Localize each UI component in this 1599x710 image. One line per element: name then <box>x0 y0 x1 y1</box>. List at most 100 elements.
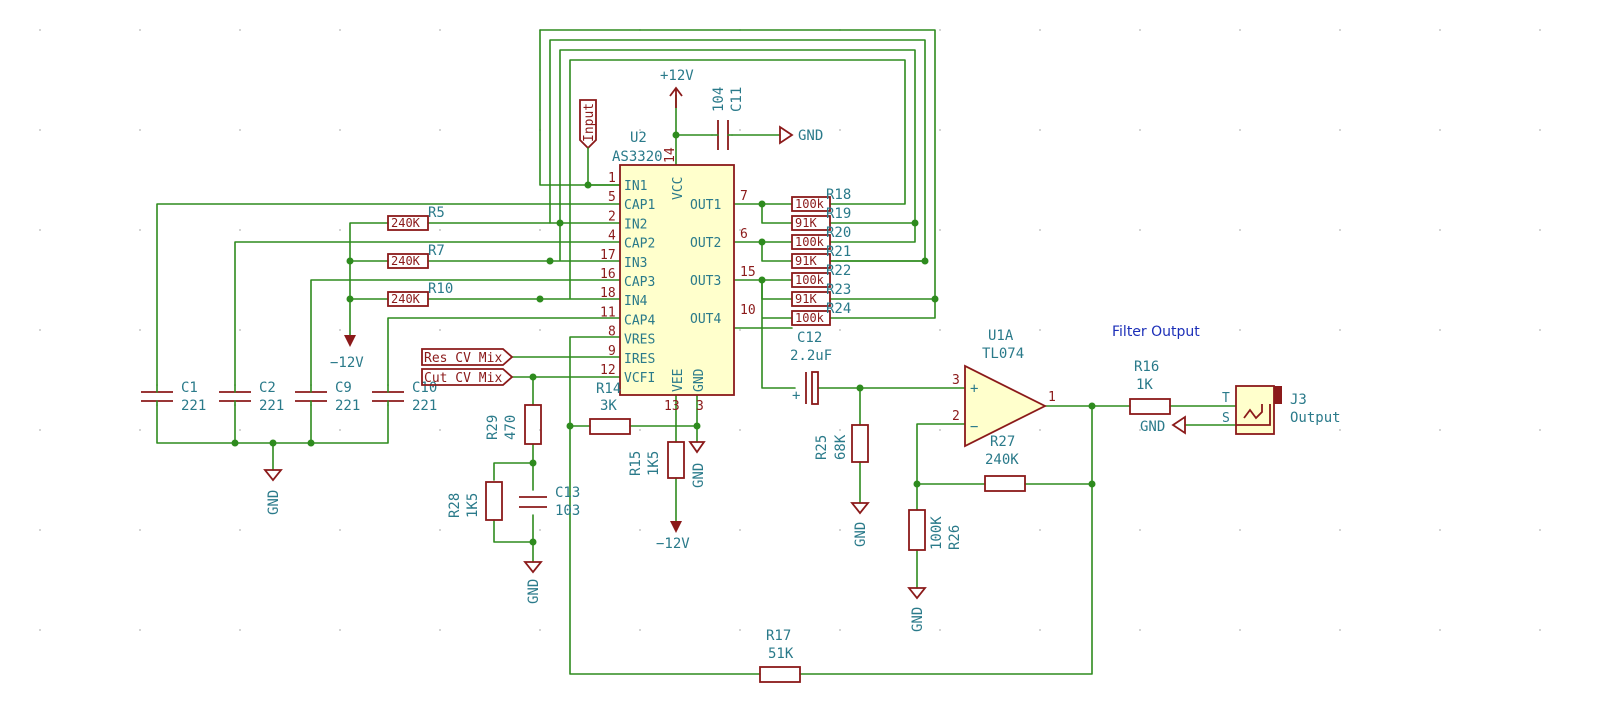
ic-pin-vee-num: 13 <box>664 399 680 414</box>
resistor-r29[interactable]: R29 470 <box>485 404 542 445</box>
ic-pin-name: CAP4 <box>624 313 655 328</box>
svg-text:Output: Output <box>1290 410 1341 426</box>
resistor-ref: R20 <box>826 225 851 241</box>
gnd-symbol-jack: GND <box>1140 415 1186 435</box>
svg-text:R17: R17 <box>766 628 791 644</box>
ic-u2[interactable]: U2 AS3320 1IN15CAP12IN24CAP217IN316CAP31… <box>600 130 756 414</box>
svg-text:−12V: −12V <box>330 355 364 371</box>
svg-text:Input: Input <box>582 103 597 142</box>
resistor-r16[interactable]: R16 1K <box>1129 359 1171 415</box>
ic-pin-num: 16 <box>600 267 616 282</box>
wire-cap-gnd-bus <box>156 404 389 471</box>
wire-cap3 <box>310 279 621 386</box>
ic-pin-num: 4 <box>608 229 616 244</box>
input-resistor-r10[interactable]: 240K R10 <box>387 281 453 307</box>
cut-cv-label[interactable]: Cut_CV_Mix <box>421 368 514 386</box>
resistor-ref: R23 <box>826 282 851 298</box>
ic-pin-name: IN4 <box>624 294 648 309</box>
svg-text:C13: C13 <box>555 485 580 501</box>
svg-text:J3: J3 <box>1290 392 1307 408</box>
ic-pin-num: 7 <box>740 189 748 204</box>
resistor-r15[interactable]: R15 1K5 −12V <box>628 441 690 552</box>
capacitor-ref: C10 <box>412 380 437 396</box>
svg-text:C12: C12 <box>797 330 822 346</box>
opamp-u1a[interactable]: U1A TL074 + − 3 2 1 <box>952 328 1056 448</box>
resistor-r28[interactable]: R28 1K5 <box>447 481 503 521</box>
svg-text:470: 470 <box>503 415 519 440</box>
resistor-value: 240K <box>391 292 421 306</box>
ic-pin-num: 18 <box>600 286 616 301</box>
svg-text:1: 1 <box>1048 390 1056 405</box>
resistor-ref: R5 <box>428 205 445 221</box>
svg-text:1K5: 1K5 <box>646 451 662 476</box>
ic-pin-num: 1 <box>608 171 616 186</box>
gnd-symbol-ic: GND <box>688 441 707 488</box>
svg-text:C11: C11 <box>729 87 745 112</box>
svg-text:2: 2 <box>952 409 960 424</box>
svg-text:GND: GND <box>910 607 926 632</box>
svg-text:R14: R14 <box>596 381 621 397</box>
svg-text:51K: 51K <box>768 646 794 662</box>
res-cv-label[interactable]: Res_CV_Mix <box>421 348 514 366</box>
vcc-symbol: +12V <box>660 68 694 108</box>
capacitor-c12[interactable]: + C12 2.2uF <box>790 330 832 405</box>
wire-cap4 <box>387 317 621 386</box>
wire-bias <box>349 222 389 336</box>
bank-resistor-r19[interactable]: 91K R19 <box>791 206 851 231</box>
ic-pin-gnd-num: 3 <box>696 399 704 414</box>
ic-pin-name: OUT4 <box>690 312 721 327</box>
ic-pin-vee-name: VEE <box>671 369 686 392</box>
resistor-ref: R19 <box>826 206 851 222</box>
gnd-symbol-caps: GND <box>263 469 283 515</box>
svg-text:R16: R16 <box>1134 359 1159 375</box>
ic-pin-name: CAP1 <box>624 198 655 213</box>
resistor-r14[interactable]: R14 3K <box>589 381 631 435</box>
wire-cap2 <box>234 241 621 386</box>
wire-c12-opamp <box>817 387 966 426</box>
capacitor-c13[interactable]: C13 103 <box>519 485 580 519</box>
ic-value: AS3320 <box>612 149 663 165</box>
resistor-r25[interactable]: R25 68K GND <box>814 424 870 547</box>
capacitor-c11[interactable]: 104 C11 GND <box>711 87 823 150</box>
svg-text:U1A: U1A <box>988 328 1014 344</box>
resistor-value: 91K <box>795 216 817 230</box>
ic-pin-vcc-num: 14 <box>663 147 678 163</box>
capacitor-value: 221 <box>335 398 360 414</box>
svg-text:−12V: −12V <box>656 536 690 552</box>
resistor-value: 100k <box>795 197 825 211</box>
svg-text:S: S <box>1222 411 1230 426</box>
wire-vres <box>569 336 761 675</box>
svg-text:−: − <box>970 419 978 435</box>
input-label[interactable]: Input <box>579 99 597 186</box>
ic-pin-num: 6 <box>740 227 748 242</box>
resistor-ref: R7 <box>428 243 445 259</box>
resistor-value: 91K <box>795 292 817 306</box>
resistor-ref: R22 <box>826 263 851 279</box>
ic-pin-num: 2 <box>608 209 616 224</box>
bank-resistor-r23[interactable]: 91K R23 <box>791 282 851 307</box>
resistor-r27[interactable]: R27 240K <box>984 434 1026 492</box>
resistor-r26[interactable]: 100K R26 GND <box>907 509 963 632</box>
jack-j3[interactable]: T S J3 Output <box>1222 385 1341 435</box>
resistor-value: 100k <box>795 273 825 287</box>
ic-pin-name: VRES <box>624 333 655 348</box>
resistor-ref: R10 <box>428 281 453 297</box>
sheet-grid <box>39 29 1541 631</box>
resistor-r17[interactable]: R17 51K <box>759 628 801 683</box>
wire-out4 <box>729 279 796 389</box>
junctions <box>231 131 1096 546</box>
